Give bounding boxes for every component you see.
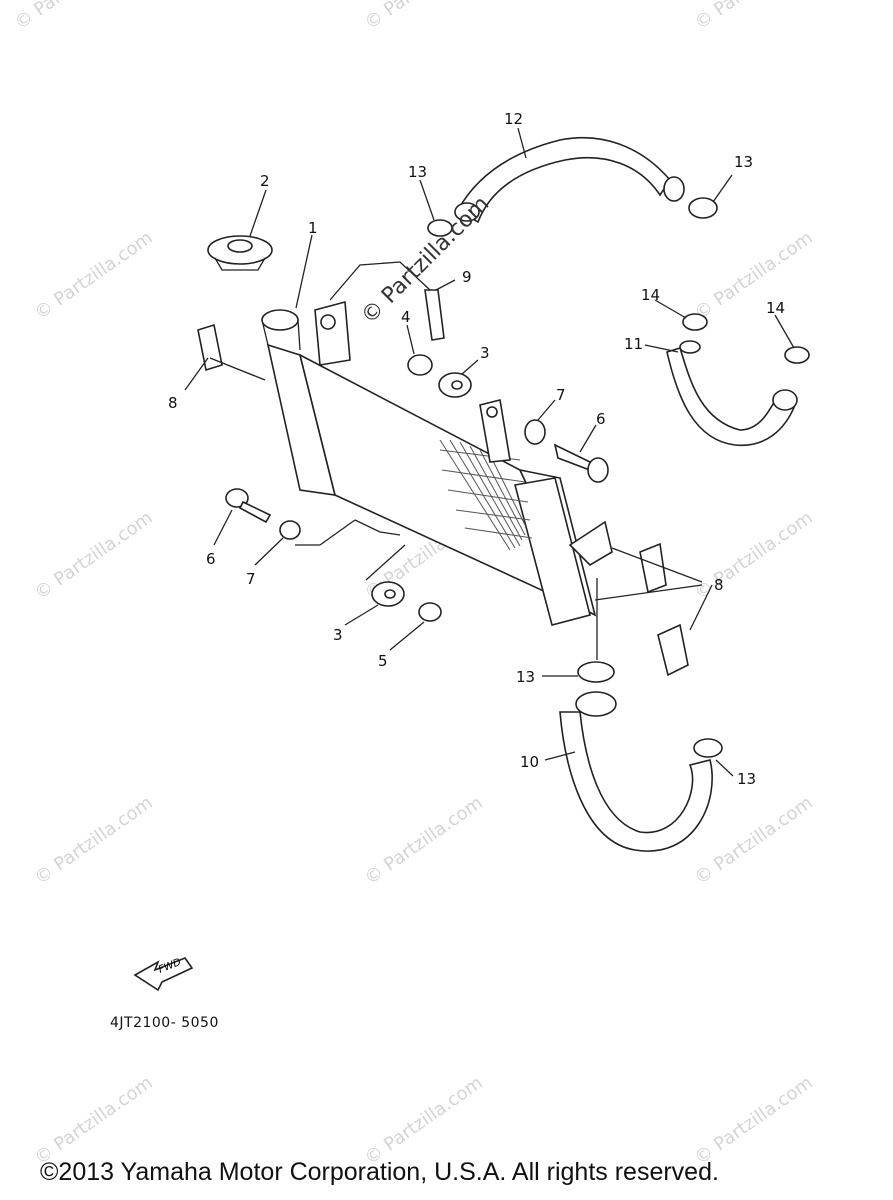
watermark: © Partzilla.com [691, 227, 817, 324]
callout-9: 9 [462, 268, 472, 286]
pad-8-upper-right [639, 542, 667, 594]
callout-6-upper: 6 [596, 410, 606, 428]
callout-3-upper: 3 [480, 344, 490, 362]
watermark: © Partzilla.com [361, 1072, 487, 1169]
hose-11 [666, 347, 796, 447]
hose-10 [559, 711, 713, 852]
center-watermark: © Partzilla.com [357, 192, 495, 330]
radiator-right-cover [514, 477, 591, 626]
watermark: © Partzilla.com [31, 1072, 157, 1169]
callout-12: 12 [504, 110, 523, 128]
radiator-fins [439, 439, 533, 551]
callout-13-right: 13 [734, 153, 753, 171]
clamp-14-right [784, 346, 810, 364]
watermark: © Partzilla.com [31, 792, 157, 889]
outlet-spout [568, 520, 613, 567]
clamp-13-right [688, 197, 718, 219]
filler-neck [261, 309, 299, 331]
copyright-notice: ©2013 Yamaha Motor Corporation, U.S.A. A… [40, 1158, 719, 1186]
callout-13-bottom: 13 [516, 668, 535, 686]
callout-5: 5 [378, 652, 388, 670]
callout-labels: 1 2 3 3 4 5 6 6 7 7 8 8 9 10 11 12 13 13… [168, 110, 785, 788]
callout-11: 11 [624, 335, 643, 353]
callout-2: 2 [260, 172, 270, 190]
callout-13-top: 13 [408, 163, 427, 181]
collar-5 [418, 602, 442, 622]
callout-13-lower: 13 [737, 770, 756, 788]
clamp-13-lower [693, 738, 723, 758]
hose-9 [424, 289, 445, 341]
clamp-13-top [427, 219, 453, 237]
callout-14-right: 14 [766, 299, 785, 317]
watermark: © Partzilla.com [691, 0, 817, 34]
callout-7-upper: 7 [556, 386, 566, 404]
watermark: © Partzilla.com [361, 0, 487, 34]
clamp-14-left [682, 313, 708, 331]
radiator-assembly [261, 261, 613, 626]
watermark: © Partzilla.com [361, 792, 487, 889]
collar-4 [407, 354, 433, 376]
hose-clamps [427, 197, 810, 758]
pad-8-lower-right [657, 623, 689, 677]
watermark: © Partzilla.com [31, 227, 157, 324]
pad-8-left [197, 323, 223, 372]
watermark: © Partzilla.com [691, 1072, 817, 1169]
pads-8 [197, 323, 689, 677]
callout-7-lower: 7 [246, 570, 256, 588]
fwd-arrow-icon: FWD [133, 957, 194, 992]
overflow-pipe [329, 261, 431, 301]
callout-8-left: 8 [168, 394, 178, 412]
callout-14-left: 14 [641, 286, 660, 304]
washer-7-upper [524, 419, 546, 445]
radiator-cap [207, 235, 273, 271]
diagram-code: 4JT2100- 5050 [110, 1015, 219, 1031]
clamp-13-bottom [577, 661, 615, 683]
callout-10: 10 [520, 753, 539, 771]
callout-4: 4 [401, 308, 411, 326]
watermark: © Partzilla.com [11, 0, 137, 34]
callout-3-lower: 3 [333, 626, 343, 644]
leader-lines [184, 127, 795, 777]
upper-bracket [314, 300, 351, 366]
watermark: © Partzilla.com [691, 792, 817, 889]
callout-1: 1 [308, 219, 318, 237]
callout-6-lower: 6 [206, 550, 216, 568]
hardware [225, 354, 609, 622]
callout-8-right: 8 [714, 576, 724, 594]
watermark: © Partzilla.com [31, 507, 157, 604]
washer-7-lower [279, 520, 301, 540]
